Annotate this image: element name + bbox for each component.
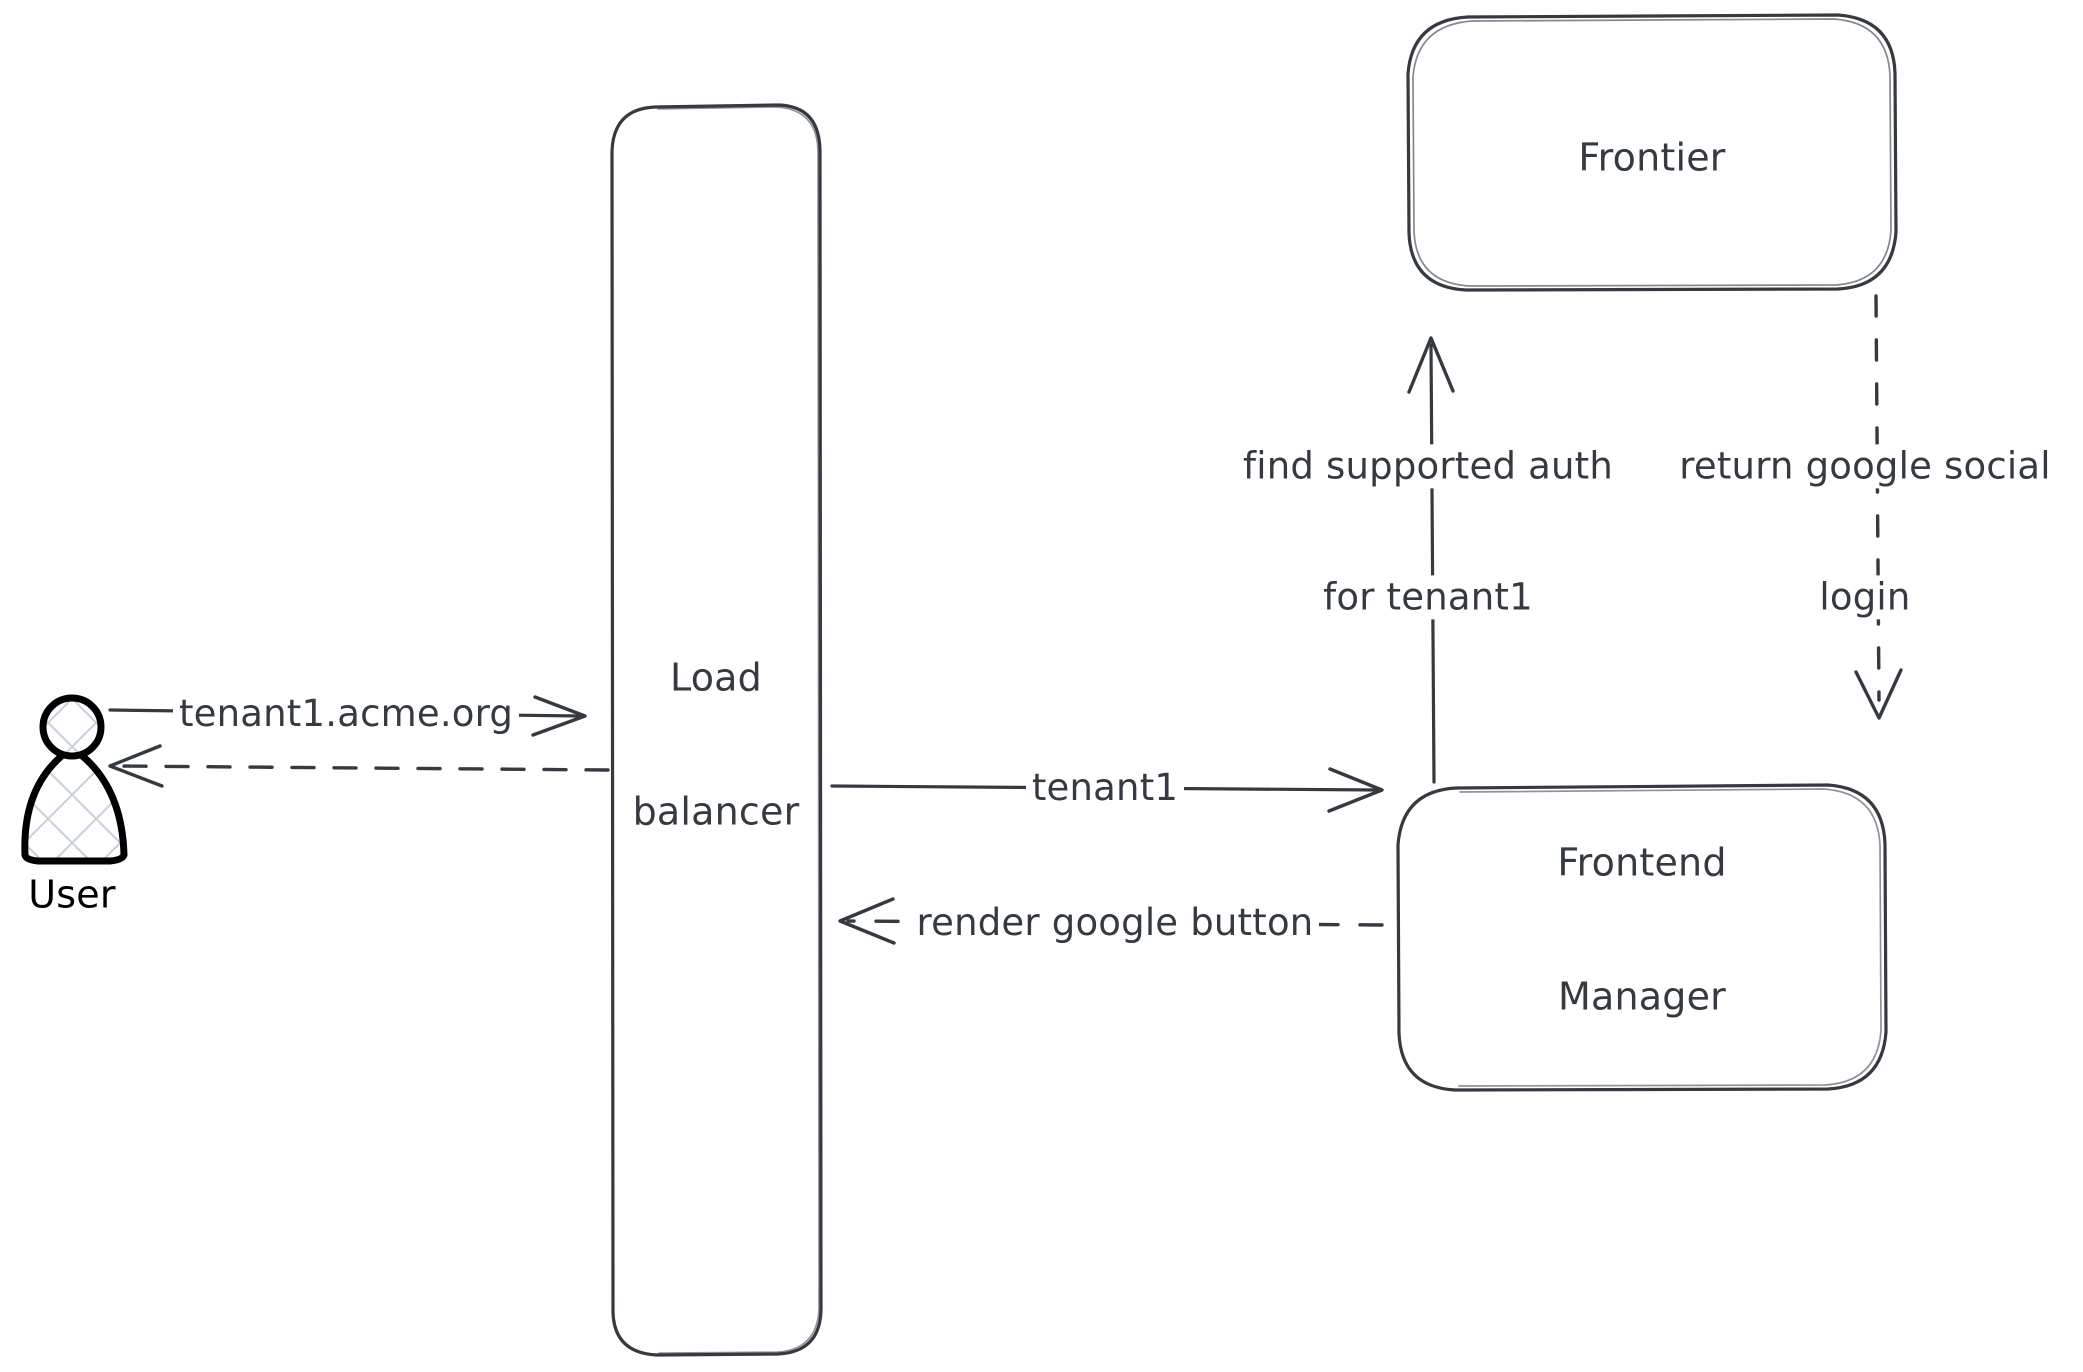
frontend-manager-label-line1: Frontend bbox=[1557, 840, 1727, 885]
load-balancer-label-line2: balancer bbox=[632, 789, 800, 834]
edge-label-frontier-to-fm-line2: login bbox=[1813, 575, 1917, 620]
edge-lb-to-user bbox=[108, 744, 610, 788]
edge-fm-to-frontier bbox=[1407, 336, 1455, 784]
frontend-manager-label: Frontend Manager bbox=[1482, 751, 1802, 1110]
frontier-label: Frontier bbox=[1578, 135, 1726, 180]
frontend-manager-label-line2: Manager bbox=[1558, 974, 1726, 1019]
edge-label-frontier-to-fm-line1: return google social bbox=[1673, 444, 2057, 489]
load-balancer-label: Load balancer bbox=[596, 566, 836, 925]
edge-label-lb-to-fm: tenant1 bbox=[995, 766, 1215, 810]
load-balancer-shape[interactable] bbox=[610, 103, 823, 1357]
frontend-manager-shape[interactable] bbox=[1396, 783, 1888, 1092]
frontier-shape[interactable] bbox=[1406, 13, 1898, 292]
edge-label-user-to-lb: tenant1.acme.org bbox=[156, 692, 536, 736]
edge-label-fm-to-frontier-line2: for tenant1 bbox=[1317, 575, 1539, 620]
edge-label-fm-to-frontier-line1: find supported auth bbox=[1237, 444, 1619, 489]
load-balancer-label-line1: Load bbox=[670, 655, 762, 700]
user-actor-icon[interactable] bbox=[21, 694, 128, 865]
user-actor-label: User bbox=[28, 872, 116, 917]
edge-label-fm-to-frontier: find supported auth for tenant1 bbox=[1218, 357, 1638, 706]
edge-label-fm-to-lb: render google button bbox=[855, 901, 1375, 945]
edge-label-frontier-to-fm: return google social login bbox=[1645, 357, 2083, 706]
edge-frontier-to-fm bbox=[1854, 294, 1903, 720]
